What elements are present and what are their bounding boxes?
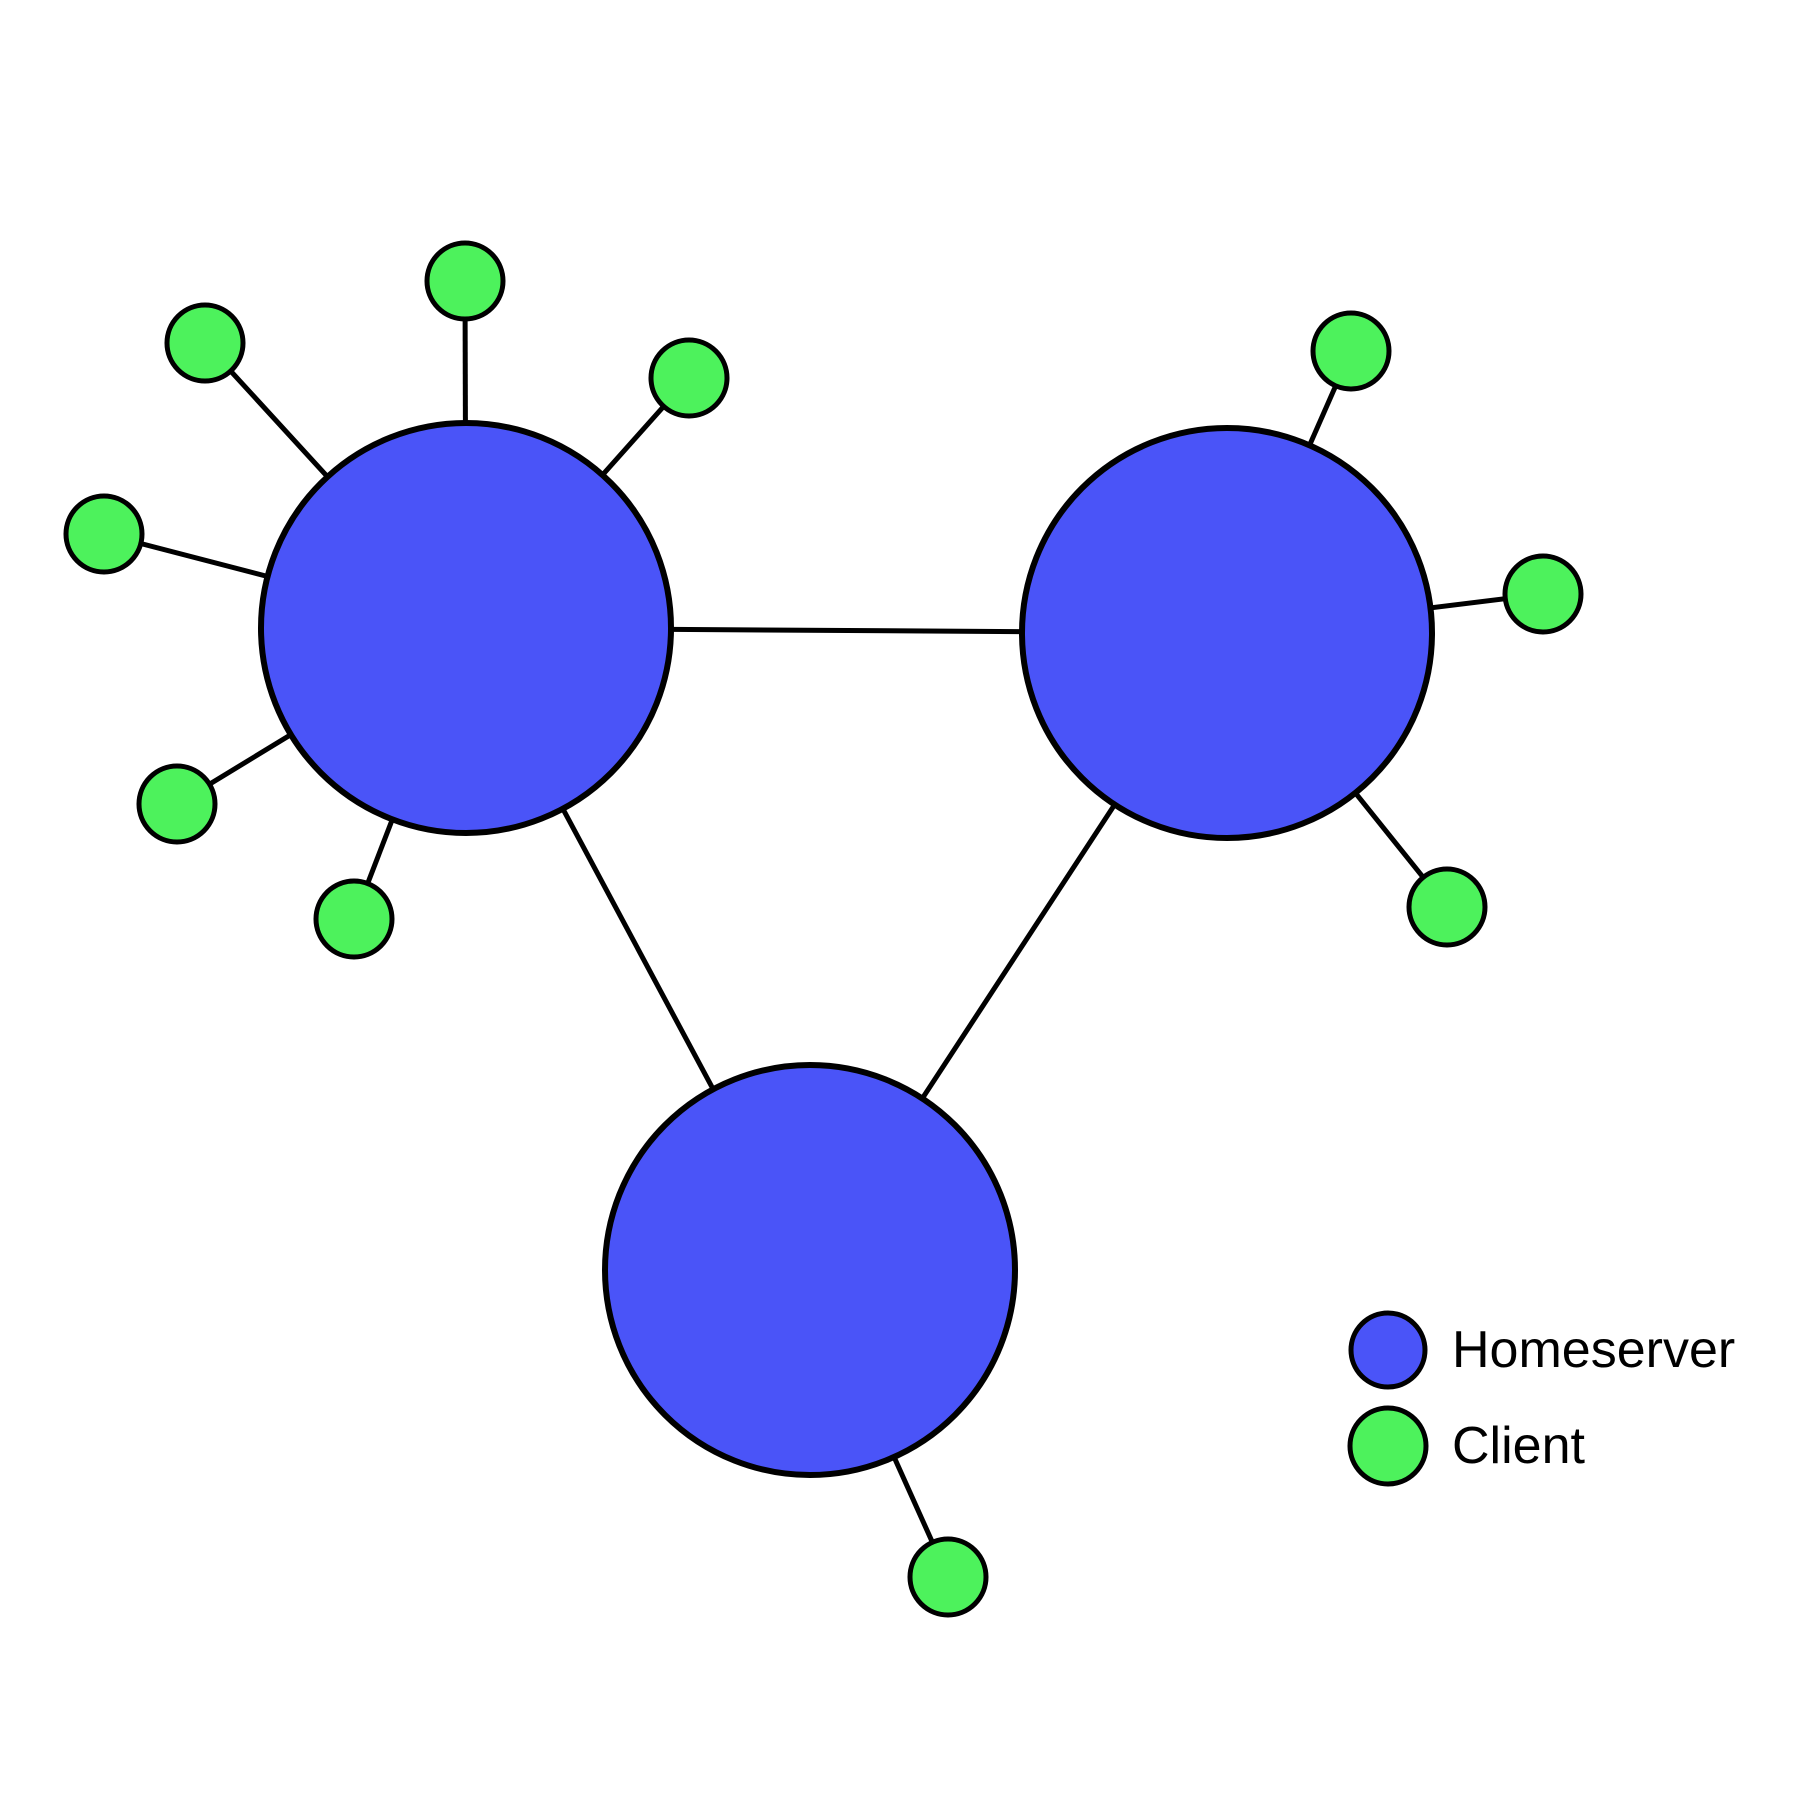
legend-homeserver-swatch bbox=[1348, 1310, 1428, 1390]
homeserver-node bbox=[602, 1062, 1018, 1478]
legend-client-swatch bbox=[1347, 1405, 1429, 1487]
client-node bbox=[63, 493, 145, 575]
homeserver-node bbox=[1019, 425, 1435, 841]
nodes-layer bbox=[63, 240, 1584, 1618]
client-node bbox=[907, 1536, 989, 1618]
client-node bbox=[1310, 310, 1392, 392]
client-node bbox=[424, 240, 506, 322]
client-node bbox=[136, 763, 218, 845]
client-node bbox=[313, 878, 395, 960]
client-node bbox=[164, 302, 246, 384]
client-node bbox=[1406, 866, 1488, 948]
legend-homeserver-label: Homeserver bbox=[1452, 1321, 1735, 1379]
legend: Homeserver Client bbox=[1347, 1310, 1735, 1487]
client-node bbox=[648, 337, 730, 419]
legend-client-label: Client bbox=[1452, 1417, 1585, 1475]
homeserver-node bbox=[258, 420, 674, 836]
client-node bbox=[1502, 553, 1584, 635]
